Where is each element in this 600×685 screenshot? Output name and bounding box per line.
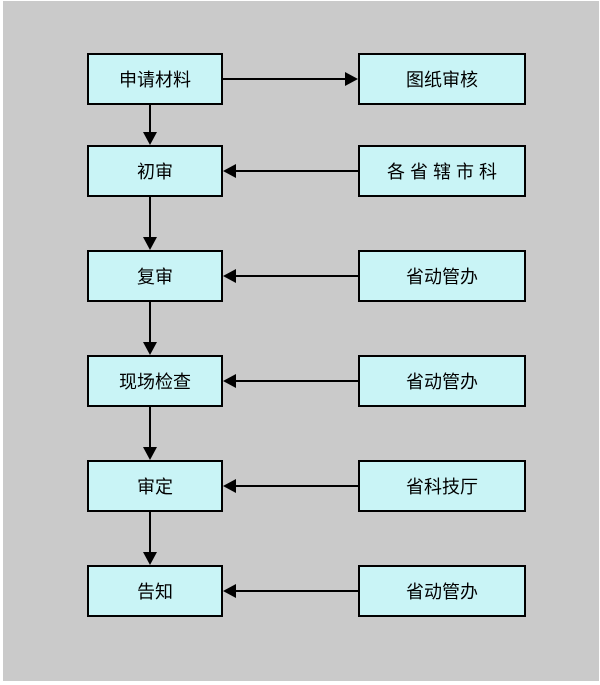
flow-node-notification: 告知	[87, 565, 223, 617]
arrow-right-row1-head-icon	[345, 72, 358, 86]
flow-node-site-inspection: 现场检查	[87, 355, 223, 407]
arrow-left-row6-head-icon	[223, 584, 236, 598]
arrow-left-row6-line	[235, 590, 358, 592]
arrow-left-row2-line	[235, 170, 358, 172]
flow-node-initial-review: 初审	[87, 145, 223, 197]
arrow-left-row5-line	[235, 485, 358, 487]
arrow-down-5-line	[149, 512, 151, 552]
arrow-down-4-head-icon	[143, 447, 157, 460]
arrow-left-row4-line	[235, 380, 358, 382]
arrow-down-1-line	[149, 105, 151, 133]
arrow-left-row4-head-icon	[223, 374, 236, 388]
flow-node-city-level-bureaus: 各 省 辖 市 科	[358, 145, 526, 197]
arrow-right-row1-line	[223, 78, 345, 80]
arrow-left-row2-head-icon	[223, 164, 236, 178]
arrow-left-row3-head-icon	[223, 269, 236, 283]
flow-node-provincial-admin-office-1: 省动管办	[358, 250, 526, 302]
arrow-left-row3-line	[235, 275, 358, 277]
flowchart-canvas: 申请材料 初审 复审 现场检查 审定 告知 图纸审核 各 省 辖 市 科 省动管…	[3, 1, 599, 681]
arrow-down-2-head-icon	[143, 237, 157, 250]
flow-node-drawing-review: 图纸审核	[358, 53, 526, 105]
flow-node-provincial-admin-office-3: 省动管办	[358, 565, 526, 617]
arrow-left-row5-head-icon	[223, 479, 236, 493]
flow-node-final-approval: 审定	[87, 460, 223, 512]
arrow-down-3-line	[149, 302, 151, 342]
flow-node-provincial-science-dept: 省科技厅	[358, 460, 526, 512]
arrow-down-1-head-icon	[143, 132, 157, 145]
arrow-down-5-head-icon	[143, 552, 157, 565]
arrow-down-4-line	[149, 407, 151, 447]
flow-node-second-review: 复审	[87, 250, 223, 302]
flow-node-provincial-admin-office-2: 省动管办	[358, 355, 526, 407]
flow-node-application-materials: 申请材料	[87, 53, 223, 105]
arrow-down-3-head-icon	[143, 342, 157, 355]
arrow-down-2-line	[149, 197, 151, 237]
